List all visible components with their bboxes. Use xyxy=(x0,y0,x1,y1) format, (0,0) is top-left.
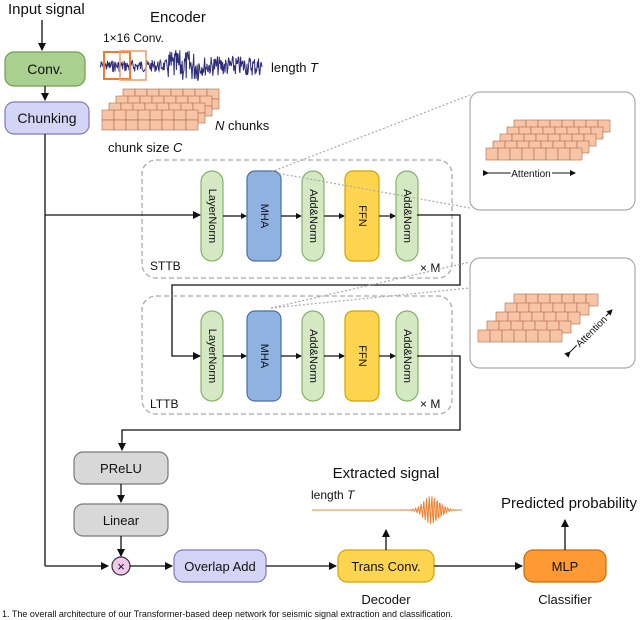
short-attention-cell xyxy=(497,147,511,161)
lttb-block-2-label: MHA xyxy=(258,344,270,369)
chunking-block-label: Chunking xyxy=(17,110,76,126)
long-attention-cell xyxy=(525,329,539,343)
arrow-sttb-to-lttb xyxy=(171,214,461,360)
multiply-symbol: × xyxy=(117,559,125,574)
prelu-label: PReLU xyxy=(100,461,142,476)
chunk-cell xyxy=(173,109,187,121)
lttb-repeat: × M xyxy=(420,397,440,411)
chunk-cell xyxy=(137,109,151,121)
chunk-cell xyxy=(113,109,127,121)
chunk-stack xyxy=(101,88,220,131)
chunk-cell xyxy=(161,119,175,131)
chunk-cell xyxy=(185,109,199,121)
n-chunks-label: N chunks xyxy=(215,118,270,133)
sttb-block-2-label: MHA xyxy=(258,204,270,229)
short-attention-cell xyxy=(545,147,559,161)
short-attention-cell xyxy=(485,147,499,161)
arrow-lttb-to-prelu xyxy=(118,355,461,451)
short-attention-label: Attention xyxy=(511,169,550,180)
chunk-size-label: chunk size C xyxy=(108,140,183,155)
input-waveform-trace xyxy=(99,49,263,82)
lttb-block-3-label: Add&Norm xyxy=(307,329,319,383)
caption-fragment: 1. The overall architecture of our Trans… xyxy=(2,609,453,619)
chunk-cell xyxy=(113,119,127,131)
chunk-cell xyxy=(125,119,139,131)
encoder-title: Encoder xyxy=(150,9,206,26)
short-attention-cell xyxy=(569,147,583,161)
sttb-block-4-label: FFN xyxy=(356,205,368,226)
input-waveform xyxy=(99,49,263,82)
conv-block-label: Conv. xyxy=(27,61,63,77)
extracted-length: length T xyxy=(311,488,356,502)
chunk-cell xyxy=(185,119,199,131)
short-attention-cell xyxy=(521,147,535,161)
short-attention-grid xyxy=(485,119,611,161)
chunk-cell xyxy=(101,109,115,121)
long-attention-grid xyxy=(477,293,599,343)
lttb-container xyxy=(141,295,453,415)
short-attention-cell xyxy=(557,147,571,161)
long-attention-cell xyxy=(549,329,563,343)
trans-conv-label: Trans Conv. xyxy=(351,559,420,574)
long-attention-cell xyxy=(477,329,491,343)
lttb-block-5-label: Add&Norm xyxy=(401,329,413,383)
chunk-cell xyxy=(125,109,139,121)
lttb-zoom-line-2 xyxy=(270,287,471,309)
long-attention-cell xyxy=(537,329,551,343)
long-attention-cell xyxy=(513,329,527,343)
sttb-zoom-line-1 xyxy=(270,94,471,173)
mlp-label: MLP xyxy=(552,559,579,574)
long-attention-cell xyxy=(489,329,503,343)
sttb-block-1-label: LayerNorm xyxy=(206,189,218,243)
long-attention-arrow xyxy=(564,309,613,358)
conv-window-1 xyxy=(103,51,131,80)
chunk-cell xyxy=(101,119,115,131)
sttb-block-3-label: Add&Norm xyxy=(307,189,319,243)
chunk-cell xyxy=(137,119,151,131)
sttb-label: STTB xyxy=(150,259,181,273)
extracted-signal-title: Extracted signal xyxy=(333,465,440,482)
chunking-block xyxy=(4,101,90,135)
decoder-label: Decoder xyxy=(361,592,411,607)
lttb-blocks: LayerNorm MHA Add&Norm FFN Add&Norm xyxy=(200,310,419,402)
encoder-length: length T xyxy=(271,60,319,75)
predicted-probability-title: Predicted probability xyxy=(501,495,637,512)
lttb-block-4-label: FFN xyxy=(356,345,368,366)
sttb-blocks: LayerNorm MHA Add&Norm FFN Add&Norm xyxy=(200,170,419,262)
sttb-block-5-label: Add&Norm xyxy=(401,189,413,243)
classifier-label: Classifier xyxy=(538,592,592,607)
encoder-kernel-label: 1×16 Conv. xyxy=(103,31,164,45)
conv-window-2 xyxy=(119,50,147,81)
sttb-block-5 xyxy=(395,170,419,262)
overlap-add-label: Overlap Add xyxy=(184,559,256,574)
sttb-container xyxy=(141,159,453,279)
chunk-cell xyxy=(173,119,187,131)
input-signal-label: Input signal xyxy=(8,1,85,18)
extracted-waveform xyxy=(312,496,462,524)
chunk-cell xyxy=(149,109,163,121)
sttb-zoom-line-2 xyxy=(270,171,471,209)
short-attention-cell xyxy=(509,147,523,161)
long-attention-cell xyxy=(501,329,515,343)
lttb-block-1-label: LayerNorm xyxy=(206,329,218,383)
lttb-label: LTTB xyxy=(150,397,178,411)
chunk-cell xyxy=(149,119,163,131)
short-attention-cell xyxy=(533,147,547,161)
linear-label: Linear xyxy=(103,513,140,528)
sttb-repeat: × M xyxy=(420,261,440,275)
chunk-cell xyxy=(161,109,175,121)
extracted-waveform-trace xyxy=(312,496,462,524)
